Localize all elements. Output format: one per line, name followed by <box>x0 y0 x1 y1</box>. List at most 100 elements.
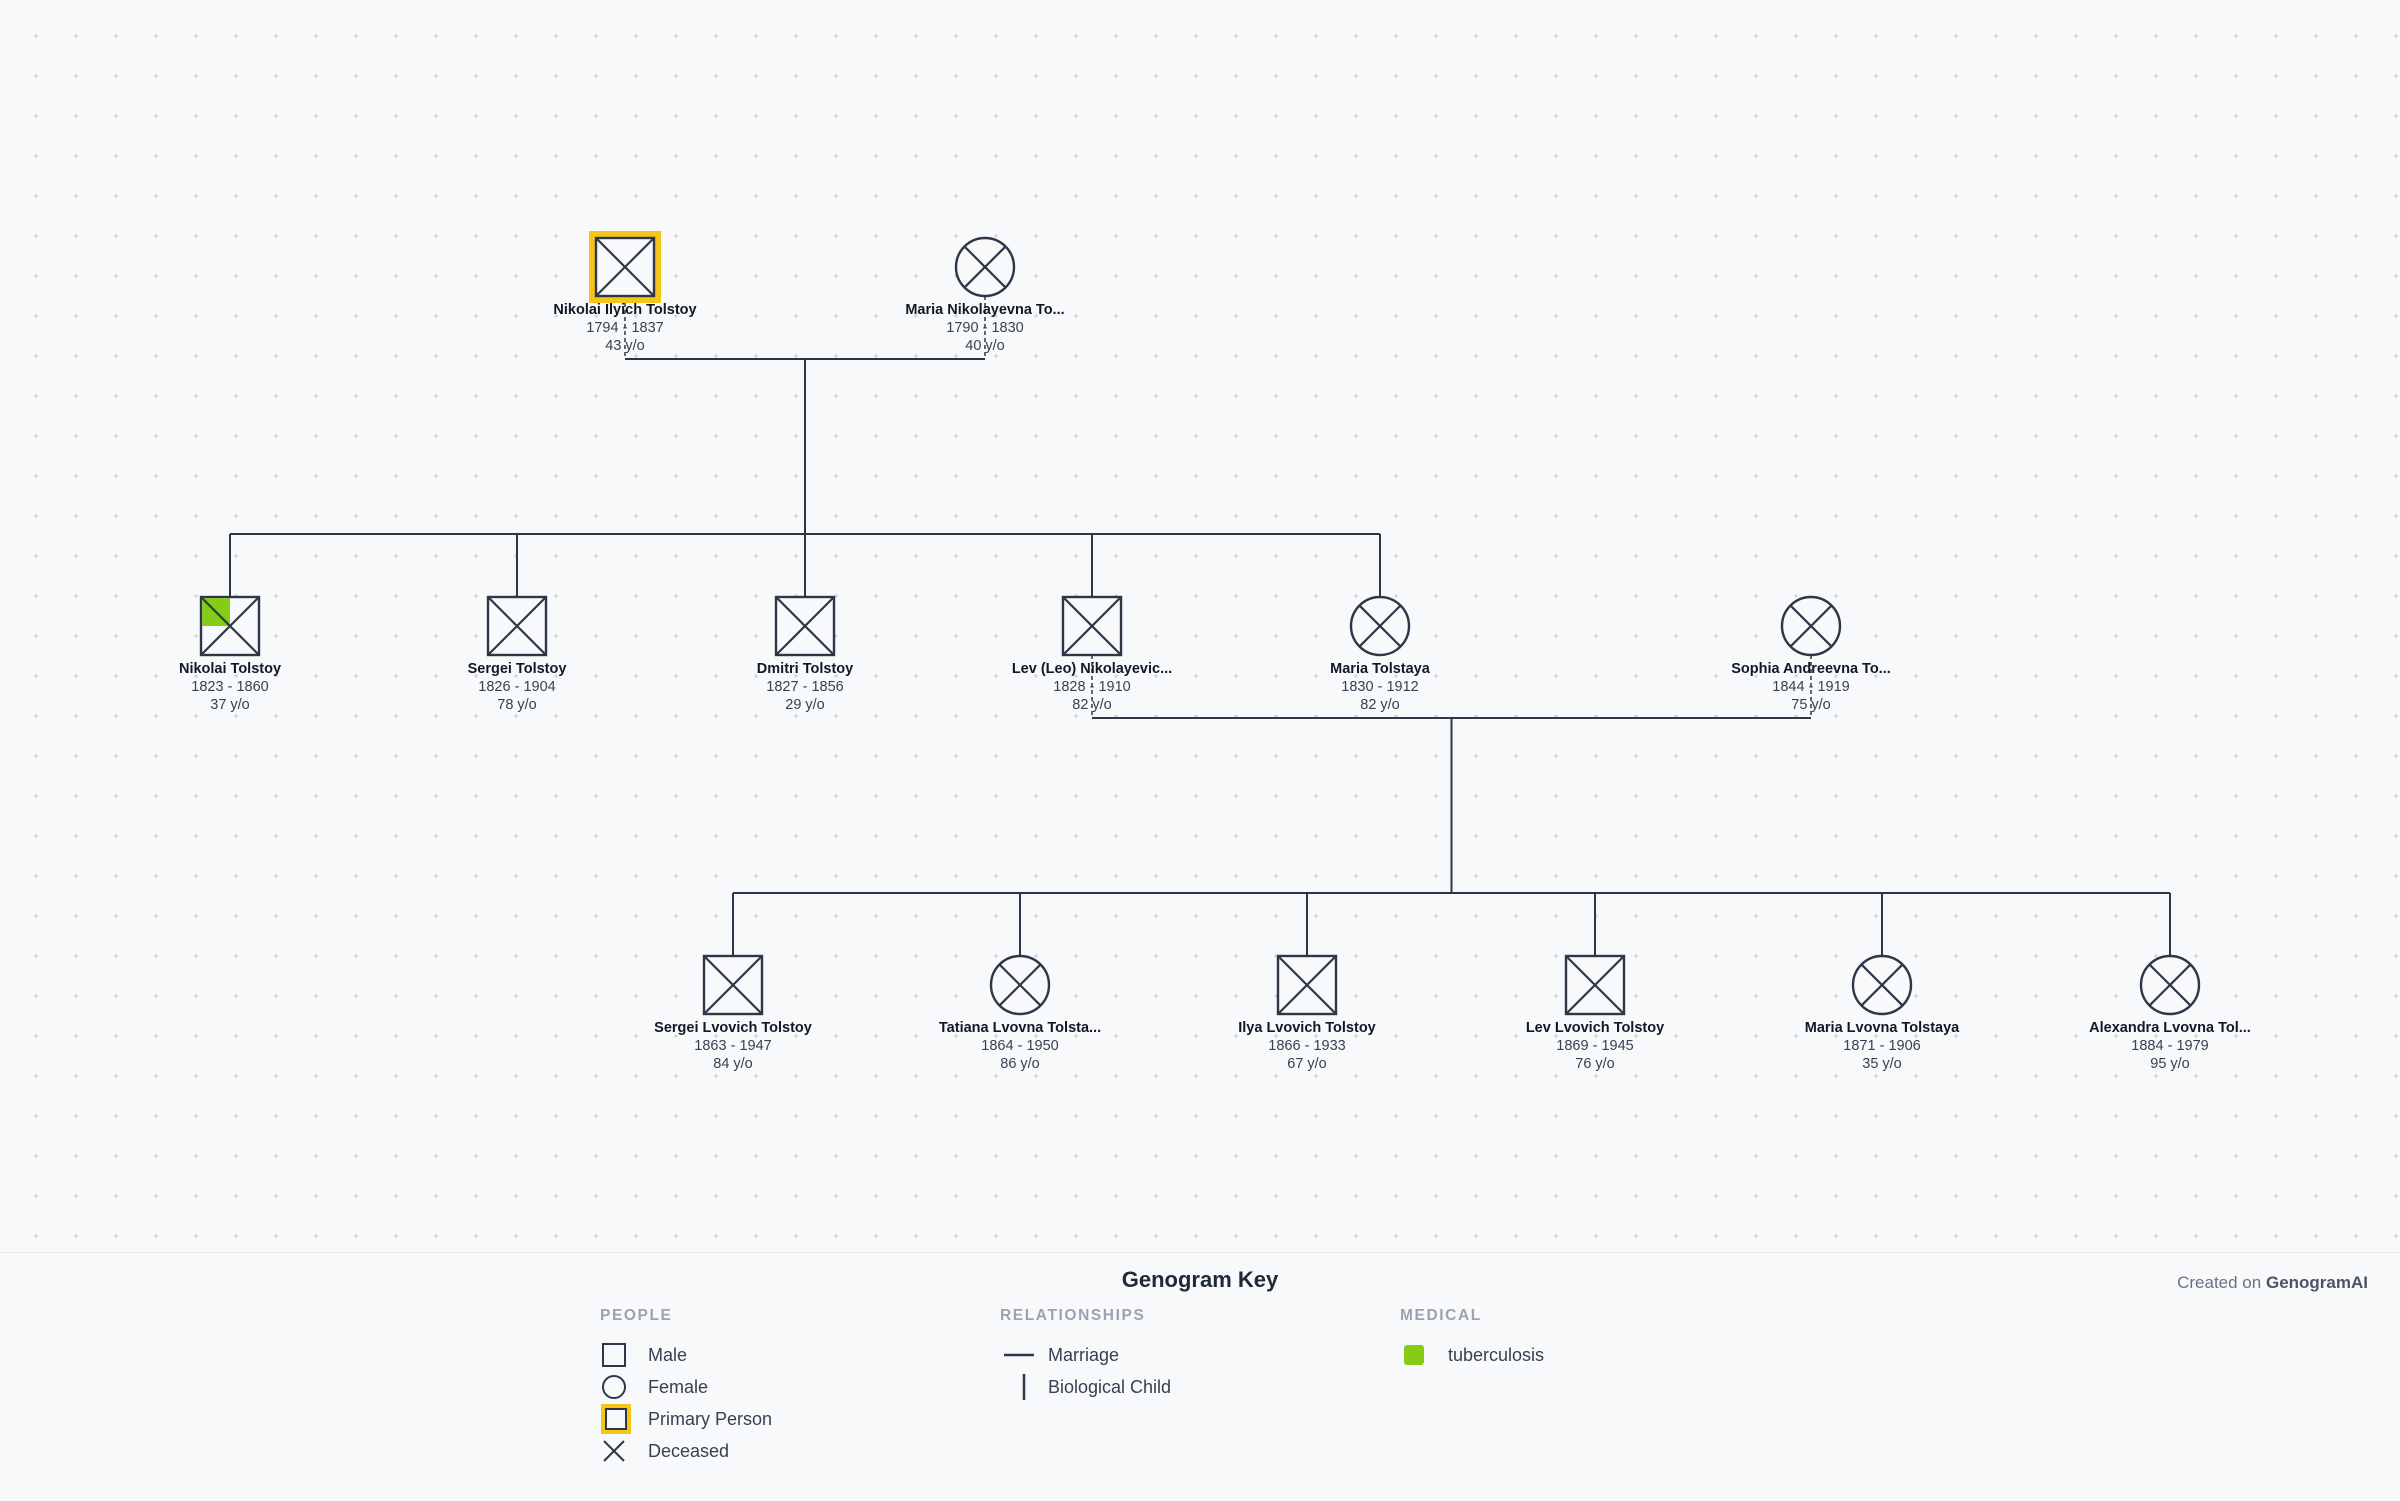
person-name: Maria Lvovna Tolstaya <box>1804 1020 1960 1036</box>
person-dates: 1826 - 1904 <box>478 679 556 695</box>
deceased-cross <box>963 245 1007 289</box>
credit-prefix: Created on <box>2177 1273 2262 1292</box>
person-age: 82 y/o <box>1072 697 1112 713</box>
person-dates: 1823 - 1860 <box>191 679 269 695</box>
key-section-relationships: RELATIONSHIPS Marriage Biological Child <box>1000 1307 1171 1403</box>
person-label-p10[interactable]: Tatiana Lvovna Tolsta... 1864 - 1950 86 y/… <box>910 1019 1130 1073</box>
key-label-tuberculosis: tuberculosis <box>1448 1344 1545 1365</box>
person-label-p8[interactable]: Sophia Andreevna To... 1844 - 1919 75 y/o <box>1701 660 1921 714</box>
deceased-cross <box>595 237 655 297</box>
key-label-marriage: Marriage <box>1048 1344 1120 1365</box>
person-name: Alexandra Lvovna Tol... <box>2089 1020 2251 1036</box>
key-heading-relationships: RELATIONSHIPS <box>1000 1307 1146 1324</box>
genogram-key: Genogram Key Created on GenogramAI PEOPL… <box>0 1252 2400 1501</box>
person-dates: 1827 - 1856 <box>766 679 844 695</box>
person-label-p7[interactable]: Maria Tolstaya 1830 - 1912 82 y/o <box>1270 660 1490 714</box>
key-title: Genogram Key <box>1121 1267 1279 1292</box>
person-name: Sergei Tolstoy <box>467 661 567 677</box>
person-age: 35 y/o <box>1862 1056 1902 1072</box>
person-dates: 1884 - 1979 <box>2131 1038 2209 1054</box>
key-item-deceased: Deceased <box>600 1435 772 1467</box>
female-circle-icon <box>600 1371 634 1403</box>
person-age: 78 y/o <box>497 697 537 713</box>
key-item-male: Male <box>600 1339 772 1371</box>
person-dates: 1863 - 1947 <box>694 1038 772 1054</box>
person-label-p12[interactable]: Lev Lvovich Tolstoy 1869 - 1945 76 y/o <box>1485 1019 1705 1073</box>
key-label-deceased: Deceased <box>648 1440 730 1461</box>
person-name: Maria Tolstaya <box>1330 661 1430 677</box>
person-label-p14[interactable]: Alexandra Lvovna Tol... 1884 - 1979 95 y/o <box>2060 1019 2280 1073</box>
person-dates: 1790 - 1830 <box>946 320 1024 336</box>
person-name: Dmitri Tolstoy <box>756 661 854 677</box>
person-age: 40 y/o <box>965 338 1005 354</box>
person-name: Ilya Lvovich Tolstoy <box>1238 1020 1376 1036</box>
key-item-child: Biological Child <box>1000 1371 1171 1403</box>
person-label-p4[interactable]: Sergei Tolstoy 1826 - 1904 78 y/o <box>407 660 627 714</box>
person-age: 37 y/o <box>210 697 250 713</box>
key-item-tuberculosis: tuberculosis <box>1400 1339 1544 1371</box>
key-label-female: Female <box>648 1376 709 1397</box>
person-name: Nikolai Tolstoy <box>178 661 282 677</box>
person-name: Nikolai Ilyich Tolstoy <box>553 302 697 318</box>
credit-text[interactable]: Created on GenogramAI <box>2177 1273 2368 1293</box>
key-item-female: Female <box>600 1371 772 1403</box>
key-heading-people: PEOPLE <box>600 1307 673 1324</box>
person-label-p6[interactable]: Lev (Leo) Nikolayevic... 1828 - 1910 82 y/… <box>982 660 1202 714</box>
person-label-p9[interactable]: Sergei Lvovich Tolstoy 1863 - 1947 84 y/o <box>623 1019 843 1073</box>
person-age: 82 y/o <box>1360 697 1400 713</box>
credit-brand[interactable]: GenogramAI <box>2265 1273 2368 1292</box>
person-name: Sergei Lvovich Tolstoy <box>654 1020 812 1036</box>
person-name: Lev (Leo) Nikolayevic... <box>1011 661 1173 677</box>
person-age: 29 y/o <box>785 697 825 713</box>
person-age: 86 y/o <box>1000 1056 1040 1072</box>
deceased-cross <box>200 596 260 656</box>
person-age: 75 y/o <box>1791 697 1831 713</box>
key-label-male: Male <box>648 1344 688 1365</box>
deceased-cross <box>1565 955 1625 1015</box>
key-section-medical: MEDICAL tuberculosis <box>1400 1307 1544 1371</box>
person-dates: 1844 - 1919 <box>1772 679 1850 695</box>
marriage-line-icon <box>1000 1339 1034 1371</box>
person-age: 43 y/o <box>605 338 645 354</box>
key-section-people: PEOPLE Male Female Primary Person Deceas… <box>600 1307 772 1467</box>
person-label-p2[interactable]: Maria Nikolayevna To... 1790 - 1830 40 y/o <box>875 301 1095 355</box>
person-age: 95 y/o <box>2150 1056 2190 1072</box>
person-dates: 1830 - 1912 <box>1341 679 1419 695</box>
key-heading-medical: MEDICAL <box>1400 1307 1482 1324</box>
key-label-primary: Primary Person <box>648 1408 773 1429</box>
key-label-child: Biological Child <box>1048 1376 1172 1397</box>
person-label-p5[interactable]: Dmitri Tolstoy 1827 - 1856 29 y/o <box>695 660 915 714</box>
male-square-icon <box>600 1339 634 1371</box>
person-name: Lev Lvovich Tolstoy <box>1525 1020 1665 1036</box>
deceased-cross <box>1860 963 1904 1007</box>
person-dates: 1869 - 1945 <box>1556 1038 1634 1054</box>
person-age: 84 y/o <box>713 1056 753 1072</box>
person-age: 76 y/o <box>1575 1056 1615 1072</box>
person-dates: 1866 - 1933 <box>1268 1038 1346 1054</box>
deceased-cross <box>487 596 547 656</box>
deceased-cross <box>703 955 763 1015</box>
person-dates: 1864 - 1950 <box>981 1038 1059 1054</box>
person-name: Sophia Andreevna To... <box>1731 661 1891 677</box>
tuberculosis-swatch <box>1404 1345 1424 1365</box>
key-item-primary: Primary Person <box>600 1403 772 1435</box>
person-dates: 1794 - 1837 <box>586 320 664 336</box>
deceased-x-icon <box>600 1435 634 1467</box>
primary-person-icon <box>600 1403 634 1435</box>
deceased-cross <box>998 963 1042 1007</box>
tuberculosis-swatch-icon <box>1400 1339 1434 1371</box>
genogram-lines <box>199 231 2201 1016</box>
deceased-cross <box>1062 596 1122 656</box>
deceased-cross <box>1277 955 1337 1015</box>
person-dates: 1828 - 1910 <box>1053 679 1131 695</box>
person-label-p3[interactable]: Nikolai Tolstoy 1823 - 1860 37 y/o <box>120 660 340 714</box>
person-name: Maria Nikolayevna To... <box>905 302 1065 318</box>
deceased-cross <box>775 596 835 656</box>
person-label-p1[interactable]: Nikolai Ilyich Tolstoy 1794 - 1837 43 y/o <box>515 301 735 355</box>
person-name: Tatiana Lvovna Tolsta... <box>938 1020 1102 1036</box>
deceased-cross <box>2148 963 2192 1007</box>
child-line-icon <box>1000 1371 1034 1403</box>
